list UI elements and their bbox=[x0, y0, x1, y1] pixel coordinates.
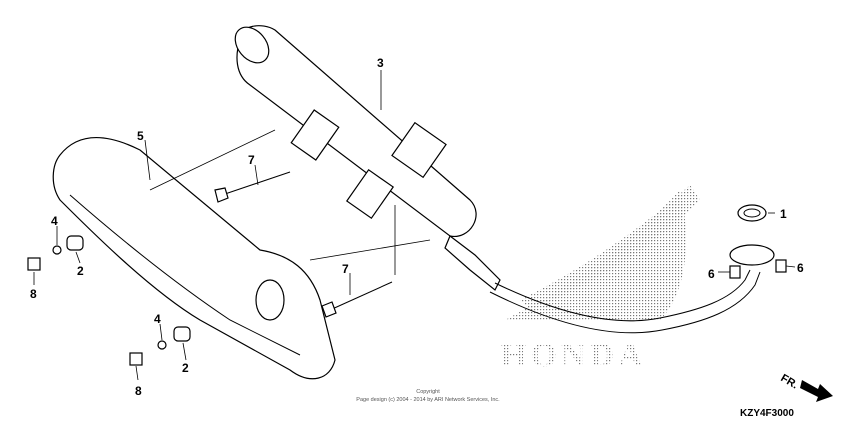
honda-watermark: HONDA bbox=[500, 337, 647, 374]
collar-part-2a[interactable] bbox=[66, 235, 84, 251]
leader-lines bbox=[33, 70, 796, 381]
callout-7b[interactable]: 7 bbox=[342, 262, 349, 276]
callout-8b[interactable]: 8 bbox=[135, 384, 142, 398]
nut-part-6b[interactable] bbox=[775, 259, 787, 273]
callout-2a[interactable]: 2 bbox=[77, 264, 84, 278]
callout-1[interactable]: 1 bbox=[780, 207, 787, 221]
front-direction-indicator: FR. bbox=[779, 372, 833, 402]
callout-3[interactable]: 3 bbox=[377, 56, 384, 70]
washer-part-4a[interactable] bbox=[52, 245, 62, 255]
callout-6a[interactable]: 6 bbox=[708, 267, 715, 281]
honda-wing-logo: HONDA bbox=[500, 185, 700, 374]
callout-7a[interactable]: 7 bbox=[248, 153, 255, 167]
nut-part-6a[interactable] bbox=[729, 265, 741, 279]
callout-6b[interactable]: 6 bbox=[797, 261, 804, 275]
exhaust-pipe[interactable] bbox=[489, 244, 775, 334]
collar-part-2b[interactable] bbox=[173, 326, 191, 342]
callout-2b[interactable]: 2 bbox=[182, 361, 189, 375]
copyright-line-2: Page design (c) 2004 - 2014 by ARI Netwo… bbox=[356, 397, 500, 403]
gasket-part-1[interactable] bbox=[737, 204, 767, 222]
front-arrow-icon bbox=[800, 380, 833, 402]
bolt-part-7a[interactable] bbox=[214, 171, 291, 203]
callout-8a[interactable]: 8 bbox=[30, 287, 37, 301]
bolt-part-7b[interactable] bbox=[321, 281, 393, 318]
copyright-line-1: Copyright bbox=[416, 389, 440, 395]
diagram-code: KZY4F3000 bbox=[740, 408, 794, 419]
screw-part-8a[interactable] bbox=[27, 257, 41, 271]
callout-5[interactable]: 5 bbox=[137, 129, 144, 143]
screw-part-8b[interactable] bbox=[129, 352, 143, 366]
callout-4b[interactable]: 4 bbox=[154, 312, 161, 326]
muffler-part-3[interactable] bbox=[228, 21, 501, 291]
callout-4a[interactable]: 4 bbox=[51, 214, 58, 228]
front-label: FR. bbox=[779, 372, 800, 391]
washer-part-4b[interactable] bbox=[157, 340, 167, 350]
muffler-protector-part-5[interactable] bbox=[52, 136, 336, 380]
